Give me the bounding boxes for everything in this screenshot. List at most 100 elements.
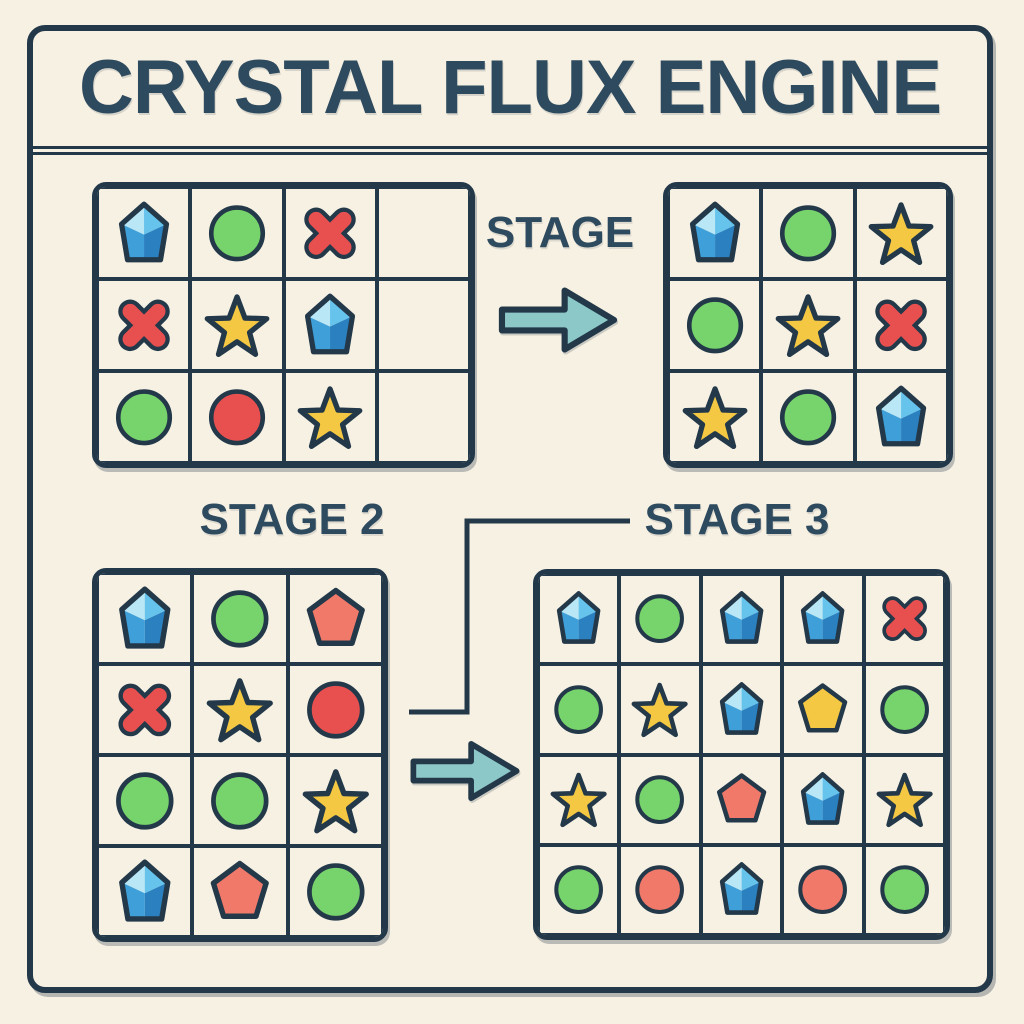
stage1-arrow-icon: [498, 287, 618, 353]
gem-icon: [801, 591, 845, 645]
grid-cell-gem: [283, 279, 377, 371]
salmon-circle-icon: [635, 865, 685, 915]
grid-cell-circle-green: [668, 279, 762, 371]
grid-cell-star: [287, 755, 383, 846]
grid-cell-gem: [700, 844, 783, 935]
grid-cell-circle-green: [190, 187, 284, 279]
gem-icon: [305, 293, 356, 355]
grid-cell-pentagon-salmon: [700, 754, 783, 845]
green-circle-icon: [115, 388, 172, 446]
grid-cell-star: [761, 279, 855, 371]
star-icon: [204, 293, 270, 357]
gem-icon: [719, 681, 764, 735]
grid-cell-gem: [97, 846, 193, 937]
star-icon: [876, 772, 933, 828]
grid-cell-gem: [782, 574, 864, 665]
grid-cell-x-mark: [863, 574, 945, 665]
salmon-pentagon-icon: [210, 860, 270, 919]
green-circle-icon: [306, 862, 365, 921]
x-mark-icon: [304, 207, 356, 259]
title-separator-line: [27, 146, 993, 149]
grid-cell-star: [192, 664, 288, 755]
star-icon: [297, 385, 363, 449]
page-title: CRYSTAL FLUX ENGINE: [78, 45, 942, 130]
grid-cell-empty: [376, 187, 470, 279]
stage2-grid: [92, 568, 388, 942]
grid-cell-circle-green: [97, 371, 191, 463]
grid-cell-circle-green: [761, 187, 855, 279]
gem-icon: [556, 591, 601, 645]
grid-cell-circle-green: [619, 754, 701, 845]
stage-2-label: STAGE 2: [199, 495, 385, 544]
grid-cell-circle-green: [619, 574, 701, 665]
gem-icon: [719, 591, 764, 645]
stage1-output-grid: [663, 182, 953, 468]
grid-cell-circle-green: [761, 371, 855, 463]
green-circle-icon: [115, 771, 174, 830]
grid-cell-star: [863, 754, 945, 845]
green-circle-icon: [879, 865, 929, 915]
grid-cell-circle-salmon: [619, 844, 701, 935]
grid-cell-x-mark: [854, 279, 948, 371]
grid-cell-circle-green: [538, 664, 620, 755]
grid-cell-gem: [538, 574, 620, 665]
grid-cell-empty: [376, 279, 470, 371]
star-icon: [302, 768, 369, 833]
grid-cell-circle-red: [190, 371, 284, 463]
grid-cell-x-mark: [283, 187, 377, 279]
red-circle-icon: [306, 680, 365, 739]
green-circle-icon: [779, 388, 837, 446]
gem-icon: [689, 201, 740, 263]
grid-cell-star: [619, 664, 701, 755]
grid-cell-star: [283, 371, 377, 463]
red-circle-icon: [208, 388, 265, 446]
green-circle-icon: [879, 685, 929, 734]
grid-cell-pentagon-yellow: [782, 664, 864, 755]
x-mark-icon: [117, 299, 170, 351]
x-mark-icon: [118, 683, 172, 736]
star-icon: [775, 293, 841, 357]
grid-cell-gem: [97, 573, 193, 664]
grid-cell-circle-green: [863, 664, 945, 755]
gem-icon: [876, 385, 927, 447]
salmon-circle-icon: [798, 865, 848, 915]
title-separator-line-2: [27, 152, 993, 155]
green-circle-icon: [635, 775, 685, 824]
grid-cell-empty: [376, 371, 470, 463]
grid-cell-circle-green: [192, 573, 288, 664]
grid-cell-circle-green: [287, 846, 383, 937]
grid-cell-pentagon-salmon: [287, 573, 383, 664]
star-icon: [550, 772, 607, 828]
outer-frame: [27, 25, 993, 993]
grid-cell-gem: [700, 664, 783, 755]
grid-cell-circle-red: [287, 664, 383, 755]
grid-cell-circle-green: [97, 755, 193, 846]
grid-cell-circle-green: [538, 844, 620, 935]
yellow-pentagon-icon: [798, 683, 848, 733]
salmon-pentagon-icon: [716, 773, 767, 823]
grid-cell-gem: [668, 187, 762, 279]
salmon-pentagon-icon: [306, 587, 365, 646]
stage-3-label: STAGE 3: [644, 495, 830, 544]
gem-icon: [719, 862, 764, 916]
grid-cell-gem: [782, 754, 864, 845]
gem-icon: [801, 772, 845, 825]
stage3-arrow-icon: [410, 741, 520, 801]
star-icon: [682, 385, 748, 449]
grid-cell-pentagon-salmon: [192, 846, 288, 937]
green-circle-icon: [686, 296, 743, 354]
gem-icon: [118, 201, 169, 263]
grid-cell-circle-green: [863, 844, 945, 935]
green-circle-icon: [208, 204, 265, 262]
x-mark-icon: [875, 299, 928, 351]
grid-cell-gem: [97, 187, 191, 279]
grid-cell-x-mark: [97, 664, 193, 755]
stage1-input-grid: [92, 182, 475, 468]
grid-cell-gem: [854, 371, 948, 463]
green-circle-icon: [554, 865, 604, 915]
star-icon: [632, 682, 689, 737]
grid-cell-star: [538, 754, 620, 845]
stage-1-label: STAGE: [485, 208, 635, 257]
star-icon: [206, 677, 274, 742]
